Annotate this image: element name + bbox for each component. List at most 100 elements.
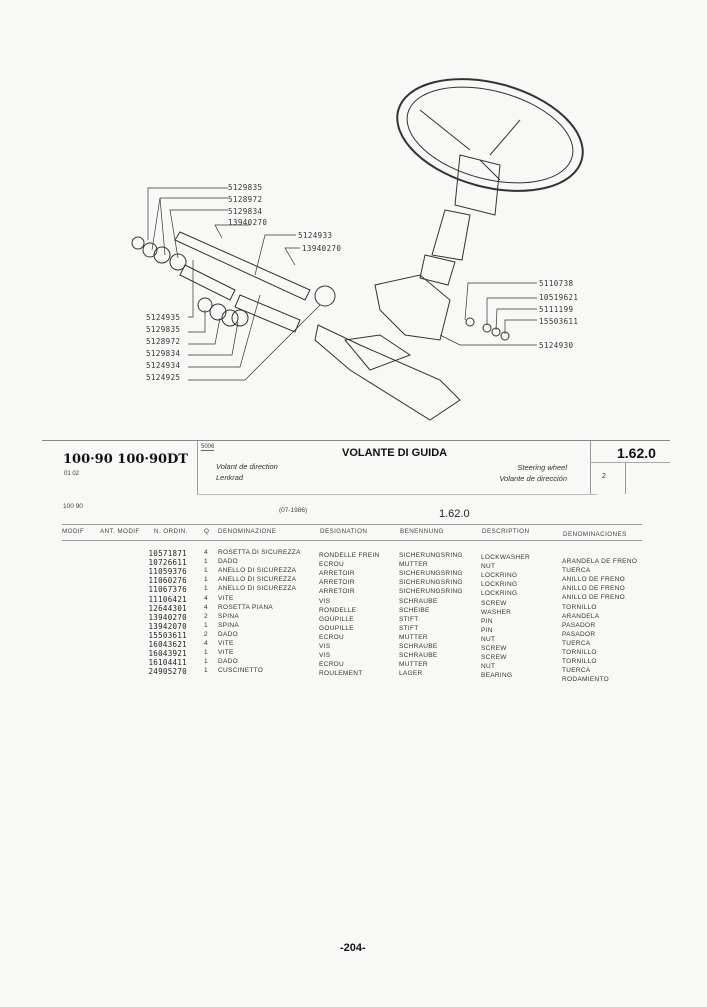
denominazione: ANELLO DI SICUREZZA — [218, 576, 297, 584]
column-header-benennung: BENENNUNG — [400, 528, 444, 535]
denominaciones: ARANDELA DE FRENO — [562, 558, 638, 565]
description: SCREW — [481, 599, 507, 607]
part-number: 16043921 — [148, 649, 187, 659]
designation: GOUPILLE — [319, 624, 354, 632]
shafts-and-washers-drawing — [131, 231, 510, 341]
denominaciones: PASADOR — [562, 630, 596, 638]
denominaciones: ANILLO DE FRENO — [562, 576, 626, 584]
callout-label: 5124935 — [146, 313, 181, 322]
group-code: 5006 — [201, 444, 215, 451]
denominazione: ANELLO DI SICUREZZA — [218, 585, 297, 593]
denominaciones: TORNILLO — [562, 658, 597, 666]
title-english: Steering wheel — [517, 463, 567, 472]
designation: ECROU — [319, 661, 344, 669]
designation: ARRETOIR — [319, 570, 355, 578]
denominaciones: TUERCA — [562, 667, 591, 675]
title-spanish: Volante de dirección — [499, 474, 567, 483]
model-names: 100·90 100·90DT — [63, 452, 188, 467]
denominazione: DADO — [218, 658, 238, 666]
callout-label: 5110738 — [539, 279, 574, 288]
callout-label: 15503611 — [539, 317, 579, 326]
callout-label: 5111199 — [539, 305, 574, 314]
title-german: Lenkrad — [216, 473, 244, 482]
quantity: 1 — [204, 585, 208, 593]
description: NUT — [481, 663, 496, 671]
column-header-ant-modif: ANT. MODIF — [100, 528, 140, 535]
denominaciones: TORNILLO — [562, 649, 597, 656]
column-header-modif: MODIF — [62, 528, 85, 535]
divider — [590, 462, 670, 463]
quantity: 1 — [204, 558, 208, 566]
quantity: 1 — [204, 621, 208, 629]
divider — [197, 494, 597, 495]
benennung: SCHRAUBE — [399, 597, 438, 605]
denominazione: VITE — [218, 594, 234, 602]
quantity: 4 — [204, 640, 208, 647]
callout-label: 13940270 — [228, 218, 268, 227]
designation: RONDELLE — [319, 606, 357, 614]
section-number: 1.62.0 — [617, 445, 656, 461]
callout-label: 5129835 — [228, 183, 263, 192]
quantity: 2 — [204, 612, 208, 620]
description: LOCKRING — [481, 590, 518, 598]
callout-label: 5128972 — [228, 195, 263, 204]
steering-column-drawing — [314, 274, 461, 421]
quantity: 1 — [204, 576, 208, 584]
subheader-date: (07-1986) — [279, 507, 308, 514]
description: LOCKRING — [481, 572, 518, 580]
callout-label: 10519621 — [539, 293, 579, 302]
benennung: MUTTER — [399, 561, 428, 569]
part-number: 13940270 — [148, 612, 187, 622]
designation: ECROU — [319, 561, 344, 569]
description: WASHER — [481, 608, 512, 616]
column-header-denominaciones: DENOMINACIONES — [563, 531, 627, 538]
part-number: 16043621 — [148, 640, 187, 649]
description: LOCKWASHER — [481, 554, 530, 561]
denominazione: ROSETTA PIANA — [218, 603, 274, 611]
title-italian: VOLANTE DI GUIDA — [342, 447, 448, 459]
column-header-top-rule — [62, 524, 642, 525]
denominaciones: TORNILLO — [562, 603, 597, 611]
denominaciones: ARANDELA — [562, 612, 600, 620]
description: NUT — [481, 635, 496, 643]
leader-lines — [147, 187, 537, 381]
designation: VIS — [319, 597, 331, 605]
part-number: 16104411 — [148, 658, 187, 668]
column-header-n-ordin: N. ORDIN. — [154, 528, 188, 535]
designation: ARRETOIR — [319, 579, 355, 587]
part-number: 13942070 — [148, 621, 187, 631]
denominazione: SPINA — [218, 612, 240, 620]
denominaciones: TUERCA — [562, 567, 591, 575]
benennung: SCHEIBE — [399, 606, 430, 614]
description: PIN — [481, 617, 493, 625]
benennung: SCHRAUBE — [399, 643, 438, 650]
designation: GOUPILLE — [319, 615, 354, 623]
benennung: MUTTER — [399, 661, 428, 669]
part-number: 11059376 — [148, 567, 187, 577]
denominaciones: TUERCA — [562, 639, 591, 647]
divider — [590, 441, 591, 494]
benennung: STIFT — [399, 615, 419, 623]
designation: VIS — [319, 643, 331, 650]
header-top-rule — [42, 440, 670, 441]
callout-label: 13940270 — [302, 244, 342, 253]
description: LOCKRING — [481, 581, 518, 589]
subheader-model: 100 90 — [63, 503, 83, 510]
part-number: 15503611 — [148, 630, 187, 640]
denominazione: ROSETTA DI SICUREZZA — [218, 549, 301, 556]
divider — [625, 462, 626, 494]
designation: ROULEMENT — [319, 670, 363, 678]
benennung: STIFT — [399, 624, 419, 632]
part-number: 11067376 — [148, 585, 187, 595]
column-header-designation: DESIGNATION — [320, 528, 368, 535]
denominazione: ANELLO DI SICUREZZA — [218, 567, 297, 575]
benennung: SICHERUNGSRING — [399, 570, 463, 578]
callout-label: 5129835 — [146, 325, 181, 334]
quantity: 1 — [204, 649, 208, 657]
description: NUT — [481, 563, 496, 571]
designation: VIS — [319, 652, 331, 660]
quantity: 2 — [204, 630, 208, 638]
callout-label: 5129834 — [146, 349, 181, 358]
column-header-denominazione: DENOMINAZIONE — [218, 528, 277, 535]
